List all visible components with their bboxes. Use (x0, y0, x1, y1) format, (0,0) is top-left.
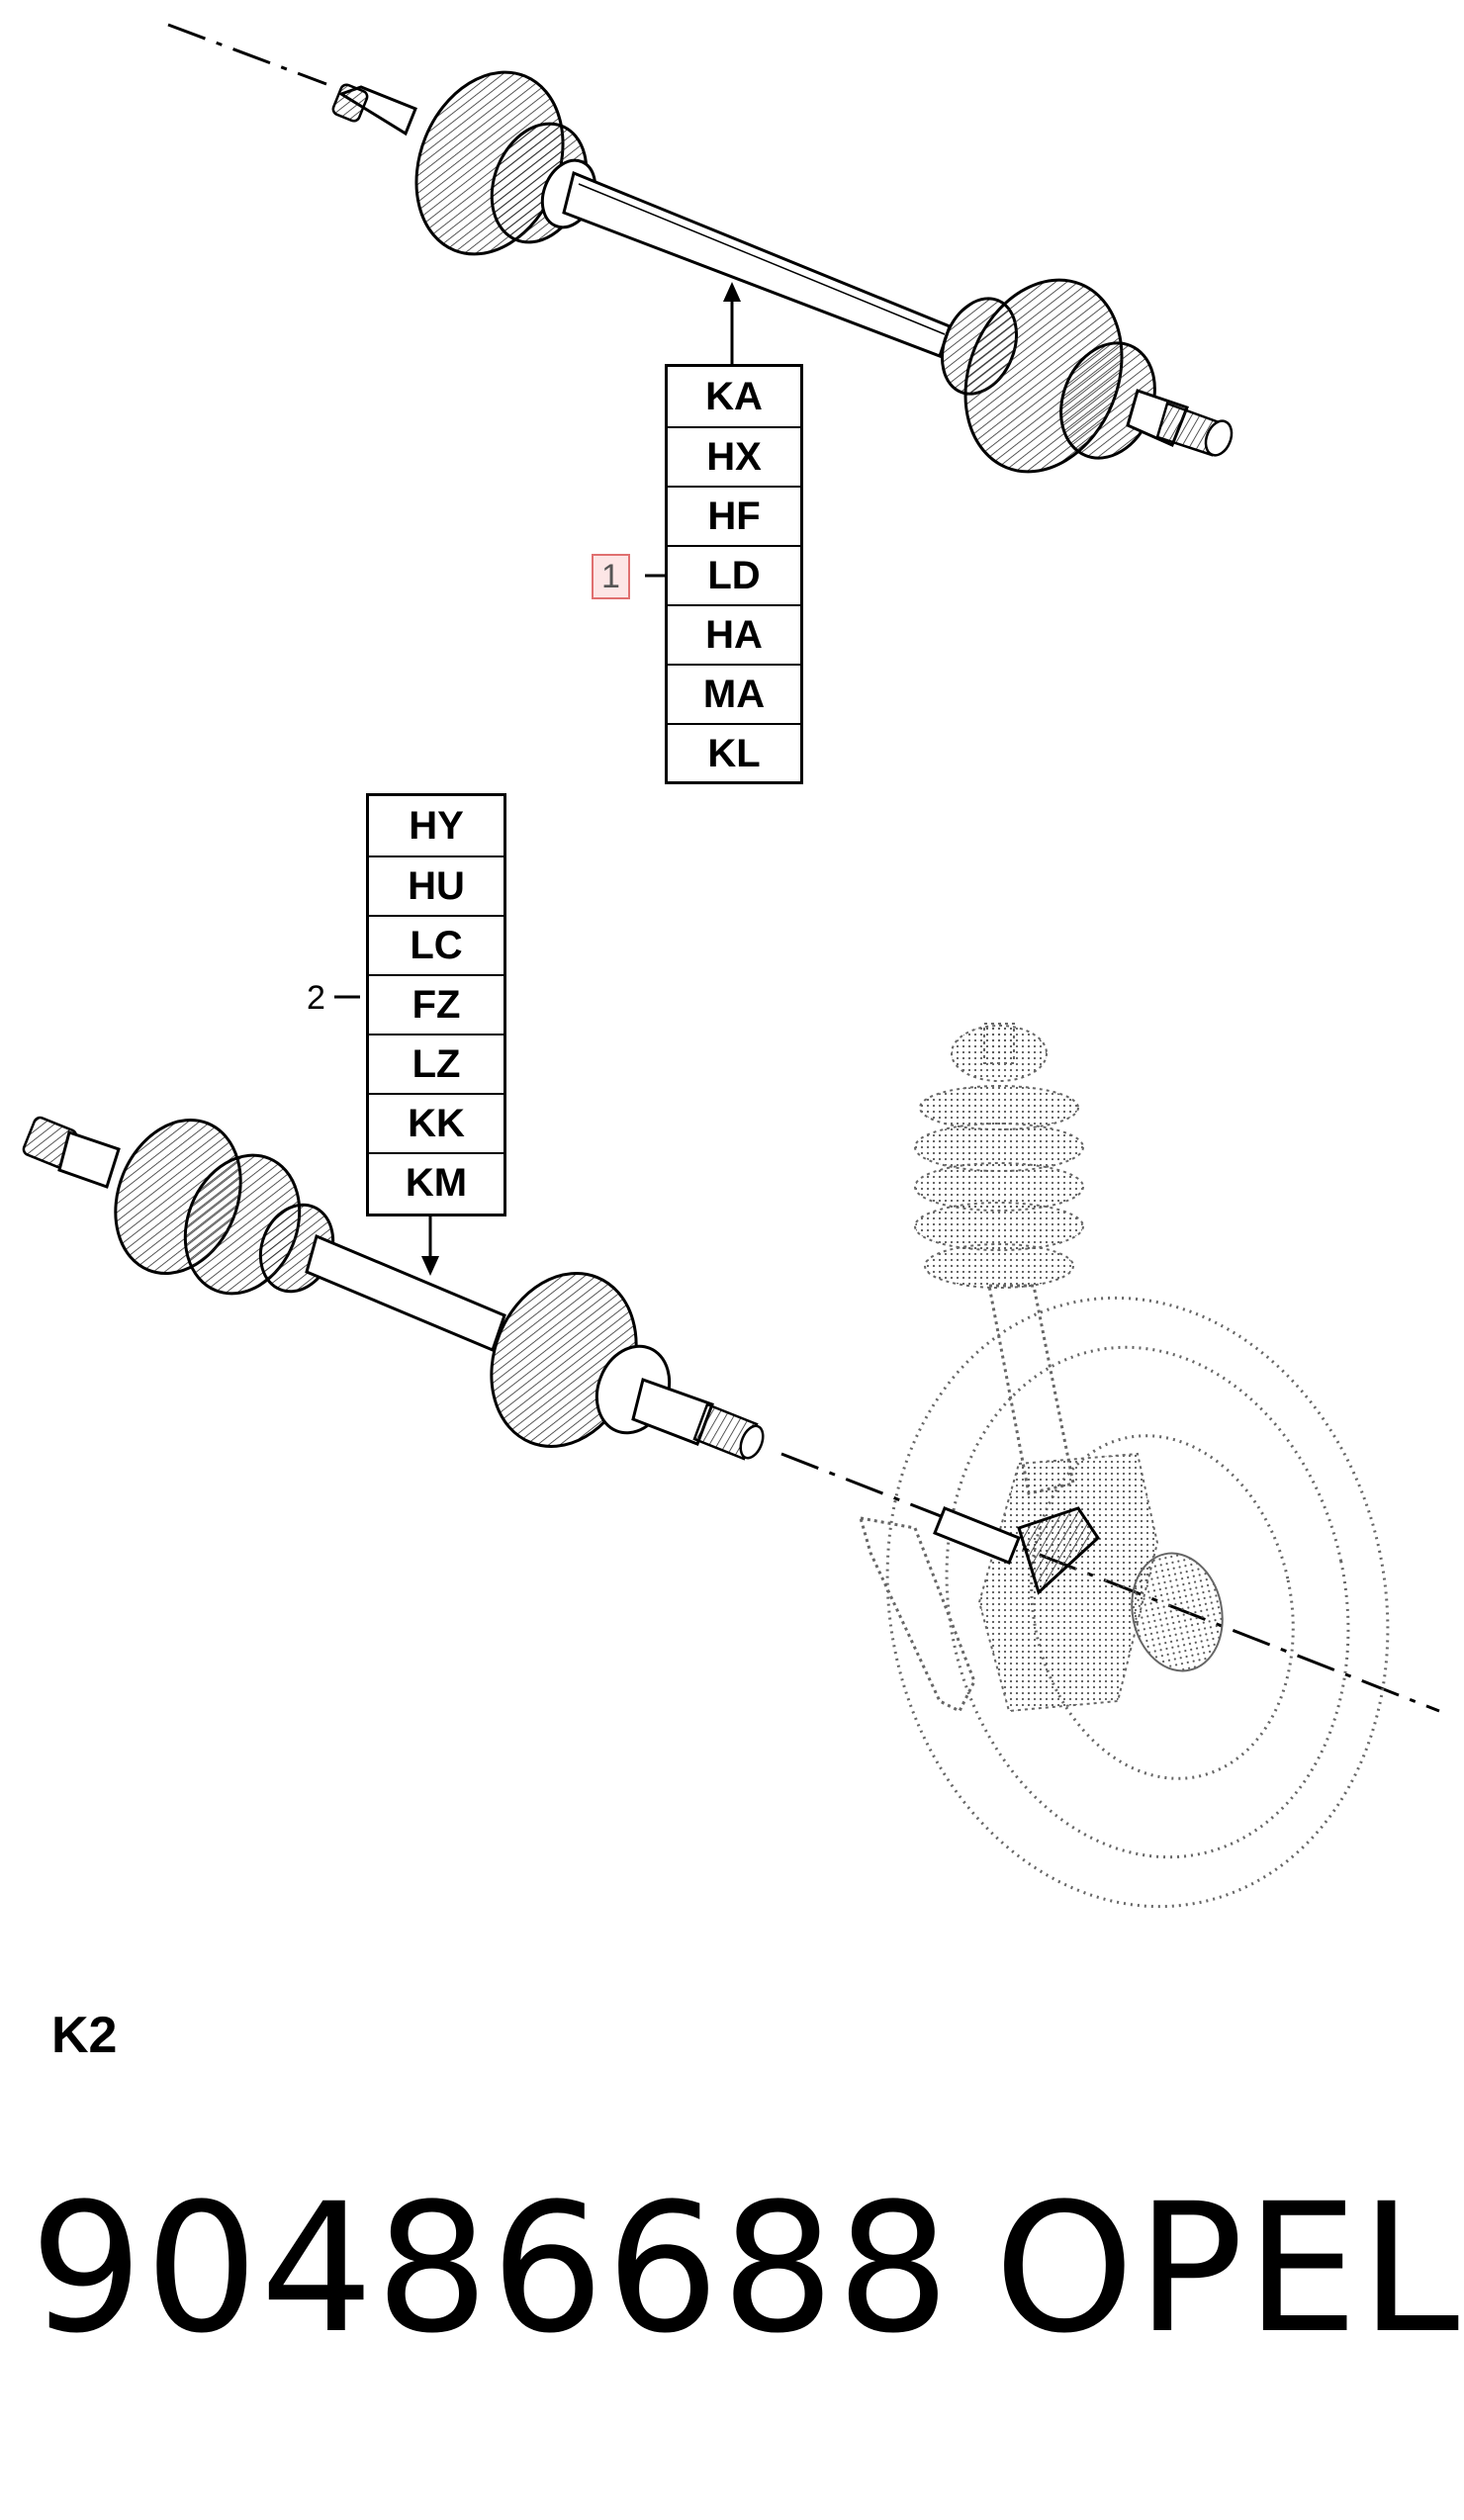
code-box-2: HY HU LC FZ LZ KK KM (366, 793, 506, 1216)
code-cell: HA (668, 604, 800, 664)
code-cell: FZ (369, 974, 503, 1034)
suspension-assembly (858, 1023, 1390, 1909)
page-label: K2 (51, 2007, 118, 2064)
code-cell: HY (409, 803, 464, 848)
code-cell: LZ (369, 1034, 503, 1093)
code-cell: LD (668, 545, 800, 604)
callout-1[interactable]: 1 (592, 554, 630, 599)
code-cell: LC (369, 915, 503, 974)
code-cell: HF (668, 486, 800, 545)
code-box-1: KA HX HF LD HA MA KL (665, 364, 803, 784)
part-number: 90486688 (30, 2166, 953, 2373)
callout-2[interactable]: 2 (307, 979, 325, 1017)
code-cell: KK (369, 1093, 503, 1152)
lower-drive-shaft (22, 1116, 1440, 1713)
code-cell: KM (369, 1152, 503, 1212)
upper-drive-shaft (167, 23, 1234, 474)
code-cell: MA (668, 664, 800, 723)
code-cell: HX (668, 426, 800, 486)
code-cell: HU (369, 855, 503, 915)
code-cell: KL (668, 723, 800, 782)
code-cell: KA (705, 374, 763, 418)
brand-name: OPEL (994, 2166, 1462, 2373)
